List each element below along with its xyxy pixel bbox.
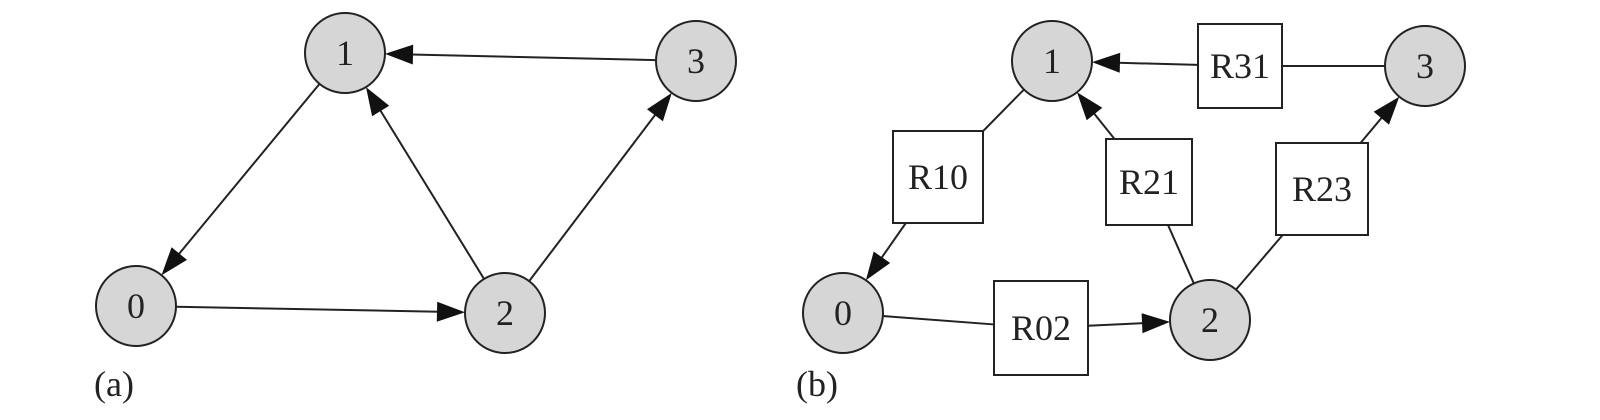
node-label: 3 <box>687 41 705 81</box>
node-label: 1 <box>336 33 354 73</box>
panel-label-a: (a) <box>94 364 134 404</box>
edge-line <box>879 222 907 260</box>
edge-a-1-to-0 <box>161 83 321 276</box>
arrowhead-icon <box>1141 313 1170 334</box>
arrowhead-icon <box>1077 92 1103 121</box>
edge-line <box>1092 111 1116 140</box>
box-label: R21 <box>1119 162 1179 202</box>
edge-b-R21-to-1 <box>1077 92 1116 140</box>
edge-line <box>1087 322 1145 327</box>
box-label: R31 <box>1210 46 1270 86</box>
box-b-r21: R21 <box>1105 138 1193 226</box>
edge-line <box>882 315 995 326</box>
node-circle <box>95 265 177 347</box>
edge-line <box>177 83 321 256</box>
panel-label-b: (b) <box>796 364 838 404</box>
box-label: R10 <box>908 157 968 197</box>
edge-b-R10-to-0 <box>865 222 907 281</box>
node-label: 2 <box>496 293 514 333</box>
node-b-3: 3 <box>1384 25 1466 107</box>
edge-a-2-to-3 <box>528 92 672 282</box>
node-a-3: 3 <box>655 20 737 102</box>
arrowhead-icon <box>161 247 187 276</box>
box-b-r23: R23 <box>1275 142 1369 236</box>
node-circle <box>802 272 884 354</box>
box-rect <box>892 130 984 224</box>
box-b-r02: R02 <box>993 280 1089 376</box>
edge-line <box>1117 61 1199 66</box>
edge-b-R02-to-2 <box>1087 313 1170 334</box>
edge-line <box>528 112 657 282</box>
edge-line <box>378 108 485 280</box>
arrowhead-icon <box>865 251 891 281</box>
node-label: 3 <box>1416 46 1434 86</box>
arrowhead-icon <box>1092 52 1121 73</box>
arrowhead-icon <box>366 87 390 117</box>
box-rect <box>1197 23 1283 109</box>
edge-b-R23-to-3 <box>1359 96 1400 144</box>
node-label: 1 <box>1043 41 1061 81</box>
box-rect <box>1105 138 1193 226</box>
box-b-r10: R10 <box>892 130 984 224</box>
box-rect <box>1275 142 1369 236</box>
box-rect <box>993 280 1089 376</box>
edge-b-R31-to-1 <box>1092 52 1199 73</box>
edges-layer <box>161 44 1400 334</box>
box-b-r31: R31 <box>1197 23 1283 109</box>
node-label: 2 <box>1201 300 1219 340</box>
node-b-1: 1 <box>1011 20 1093 102</box>
edge-line <box>175 305 440 313</box>
node-label: 0 <box>127 286 145 326</box>
edge-line <box>982 88 1025 132</box>
node-circle <box>1384 25 1466 107</box>
arrowhead-icon <box>385 44 414 65</box>
edge-a-2-to-1 <box>366 87 485 280</box>
edge-b-0-to-R02 <box>882 315 995 326</box>
arrowhead-icon <box>647 92 672 122</box>
node-b-0: 0 <box>802 272 884 354</box>
edge-line <box>1167 224 1195 284</box>
node-a-0: 0 <box>95 265 177 347</box>
edge-a-3-to-1 <box>385 44 657 65</box>
edge-line <box>1235 234 1284 291</box>
box-label: R02 <box>1011 308 1071 348</box>
edge-line <box>410 53 657 62</box>
node-circle <box>1169 279 1251 361</box>
arrowhead-icon <box>436 301 465 322</box>
edge-b-1-to-R10 <box>982 88 1025 132</box>
edge-b-2-to-R21 <box>1167 224 1195 284</box>
edge-line <box>1359 115 1384 144</box>
node-b-2: 2 <box>1169 279 1251 361</box>
node-a-2: 2 <box>464 272 546 354</box>
node-circle <box>1011 20 1093 102</box>
node-label: 0 <box>834 293 852 333</box>
node-a-1: 1 <box>304 12 386 94</box>
node-circle <box>304 12 386 94</box>
node-circle <box>464 272 546 354</box>
arrowhead-icon <box>1373 96 1400 125</box>
node-circle <box>655 20 737 102</box>
edge-b-2-to-R23 <box>1235 234 1284 291</box>
panel-labels-layer: (a) (b) <box>94 364 838 404</box>
box-label: R23 <box>1292 169 1352 209</box>
edge-a-0-to-2 <box>175 301 465 322</box>
